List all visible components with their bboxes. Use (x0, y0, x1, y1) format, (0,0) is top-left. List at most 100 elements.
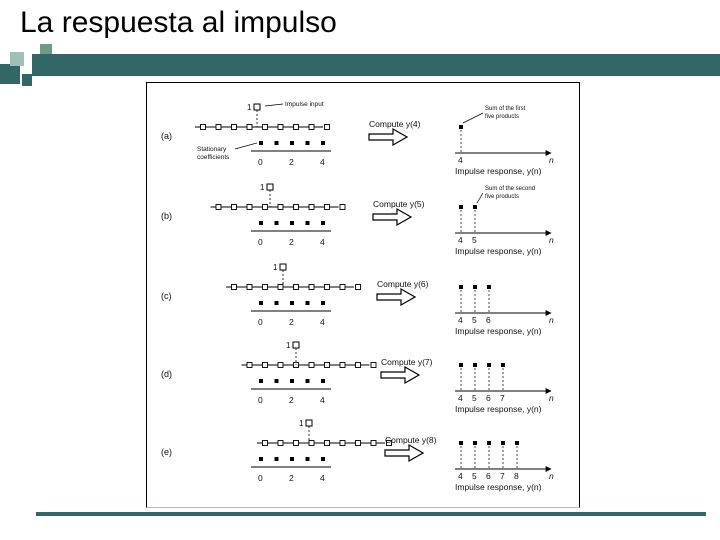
output-tick-label: 6 (486, 315, 491, 325)
coefficient-tick-label: 0 (258, 157, 263, 167)
input-sample (308, 124, 315, 130)
input-sample (277, 284, 284, 290)
panels-container: (a) 1 0 2 4 Impulse inputStationarycoefficien… (161, 101, 554, 492)
compute-label: Compute y(5) (373, 199, 425, 209)
coefficient-tick-label: 2 (289, 473, 294, 483)
input-sample (277, 362, 284, 368)
slide-title: La respuesta al impulso (20, 6, 337, 39)
compute-arrow (384, 443, 425, 463)
input-sample (200, 124, 206, 130)
input-sample (293, 284, 299, 290)
coefficient-tick-label: 2 (289, 237, 294, 247)
impulse-value: 1 (299, 419, 304, 428)
convolution-figure: (a) 1 0 2 4 Impulse inputStationarycoefficien… (161, 101, 554, 492)
input-sample (262, 440, 268, 446)
panel-tag: (d) (161, 369, 172, 379)
output-sample (501, 363, 505, 367)
output-sample (487, 441, 491, 445)
sum-second-pointer (476, 192, 484, 204)
sum-first-label: five products (485, 114, 519, 120)
output-tick-label: 4 (458, 471, 463, 481)
input-sample (308, 440, 315, 446)
input-sample (324, 204, 330, 210)
output-sample (459, 125, 463, 129)
coefficient-sample (274, 301, 279, 305)
coefficient-sample (274, 457, 279, 461)
coefficient-sample (290, 457, 294, 461)
coefficient-sample (305, 457, 310, 461)
coefficient-tick-label: 2 (289, 395, 294, 405)
output-sample (459, 363, 463, 367)
input-sample (293, 204, 299, 210)
output-sample (473, 441, 477, 445)
input-sample (308, 362, 315, 368)
input-sample (355, 284, 361, 290)
input-sample (246, 204, 253, 210)
coefficient-sample (321, 301, 325, 305)
coefficient-tick-label: 4 (320, 317, 325, 327)
input-sample (262, 204, 268, 210)
coefficient-sample (274, 221, 279, 225)
impulse-value: 1 (260, 183, 265, 192)
impulse-sample (305, 419, 313, 427)
coefficient-sample (274, 141, 279, 145)
impulse-response-label: Impulse response, y(n) (455, 326, 542, 336)
compute-arrow (380, 365, 421, 385)
impulse-response-label: Impulse response, y(n) (455, 246, 542, 256)
impulse-response-label: Impulse response, y(n) (455, 482, 542, 492)
impulse-value: 1 (273, 263, 278, 272)
output-tick-label: 8 (514, 471, 519, 481)
impulse-input-label: Impulse input (285, 101, 324, 108)
input-sample (215, 124, 222, 130)
coefficient-tick-label: 4 (320, 157, 325, 167)
coefficient-sample (305, 301, 310, 305)
coefficient-sample (274, 379, 279, 383)
output-sample (459, 205, 463, 209)
input-sample (370, 440, 377, 446)
impulse-sample (292, 341, 300, 349)
input-sample (355, 362, 361, 368)
impulse-value: 1 (247, 103, 252, 112)
impulse-value: 1 (286, 341, 291, 350)
coefficient-sample (259, 379, 263, 383)
footer-line (36, 512, 706, 516)
deco-square-light (10, 52, 24, 66)
output-sample (473, 205, 477, 209)
output-tick-label: 6 (486, 471, 491, 481)
deco-square-dark-2 (22, 74, 32, 86)
coefficient-sample (290, 141, 294, 145)
coefficients-label: coefficients (197, 154, 230, 161)
deco-square-green (40, 44, 52, 56)
input-sample (370, 362, 377, 368)
output-tick-label: 4 (458, 393, 463, 403)
stationary-label: Stationary (197, 146, 227, 153)
input-sample (277, 440, 284, 446)
output-axis-n-label: n (549, 471, 554, 481)
sum-second-label: Sum of the second (485, 186, 535, 192)
output-sample (515, 441, 519, 445)
output-sample (501, 441, 505, 445)
output-sample (473, 285, 477, 289)
output-axis-n-label: n (549, 235, 554, 245)
input-sample (246, 124, 253, 130)
impulse-sample (266, 183, 274, 191)
output-sample (487, 285, 491, 289)
coefficient-sample (305, 379, 310, 383)
panel-tag: (c) (161, 291, 172, 301)
output-sample (473, 363, 477, 367)
coefficient-sample (321, 141, 325, 145)
compute-label: Compute y(8) (385, 435, 437, 445)
input-sample (308, 284, 315, 290)
output-axis-n-label: n (549, 155, 554, 165)
output-tick-label: 4 (458, 155, 463, 165)
input-sample (339, 362, 346, 368)
coefficient-sample (305, 221, 310, 225)
input-sample (277, 124, 284, 130)
panel-tag: (a) (161, 131, 172, 141)
output-tick-label: 7 (500, 471, 505, 481)
input-sample (246, 362, 253, 368)
input-sample (324, 124, 330, 130)
